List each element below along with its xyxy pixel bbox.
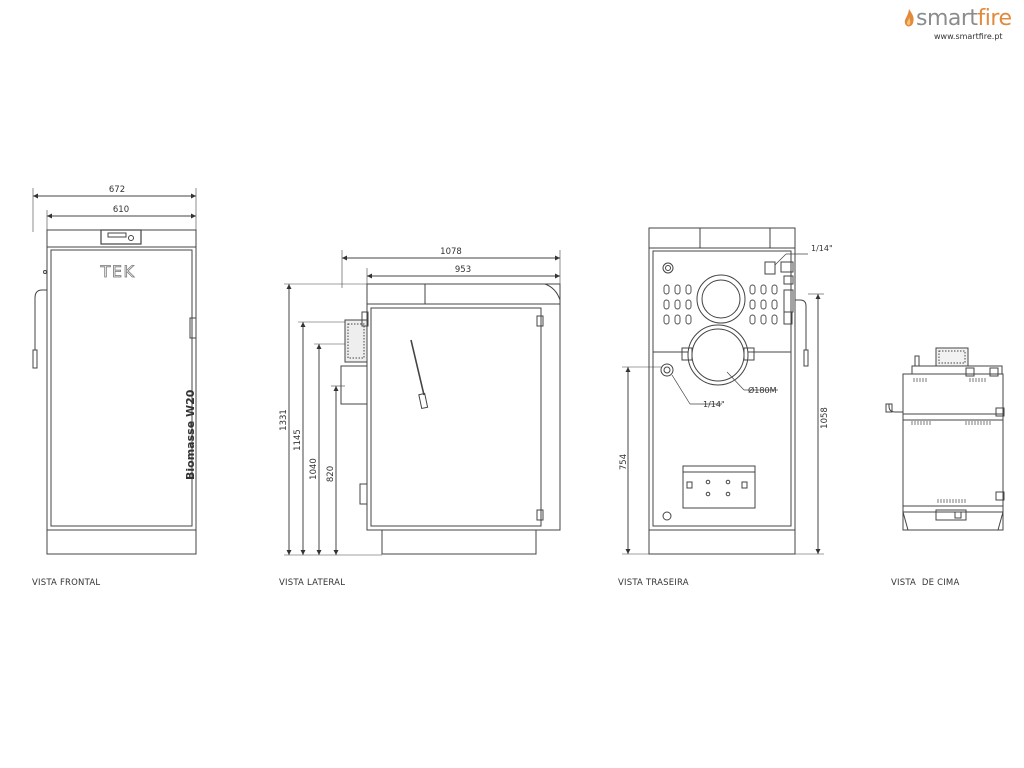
front-dim-width-outer: 672: [109, 185, 125, 195]
front-view: [32, 188, 197, 555]
top-view: [885, 347, 1005, 531]
front-dim-width-inner: 610: [113, 205, 129, 215]
side-dim-h2: 1145: [293, 429, 303, 451]
label-front-view: VISTA FRONTAL: [32, 578, 101, 588]
brand-url: www.smartfire.pt: [934, 32, 1003, 41]
model-side-text: Biomasse W20: [184, 389, 197, 480]
side-view: [284, 250, 561, 556]
rear-dim-connection-bottom: 1/14": [703, 400, 725, 409]
side-dim-h4: 820: [326, 466, 336, 482]
side-dim-h1: 1331: [279, 409, 289, 431]
label-top-view: VISTA DE CIMA: [891, 578, 960, 588]
rear-dim-flue: Ø180M: [748, 385, 777, 395]
rear-dim-height-left: 754: [619, 454, 629, 470]
label-rear-view: VISTA TRASEIRA: [618, 578, 689, 588]
brand-logo: smartfire www.smartfire.pt: [900, 6, 1020, 46]
side-dim-depth-inner: 953: [455, 265, 471, 275]
tek-logo: TEK: [100, 262, 136, 281]
side-dim-depth-outer: 1078: [440, 247, 462, 257]
brand-wordmark: smartfire: [916, 6, 1012, 31]
rear-view: [622, 227, 824, 555]
flame-icon: [904, 9, 914, 27]
rear-dim-height-right: 1058: [820, 407, 830, 429]
label-side-view: VISTA LATERAL: [279, 578, 346, 588]
rear-dim-connection-top: 1/14": [811, 244, 833, 253]
side-dim-h3: 1040: [309, 458, 319, 480]
